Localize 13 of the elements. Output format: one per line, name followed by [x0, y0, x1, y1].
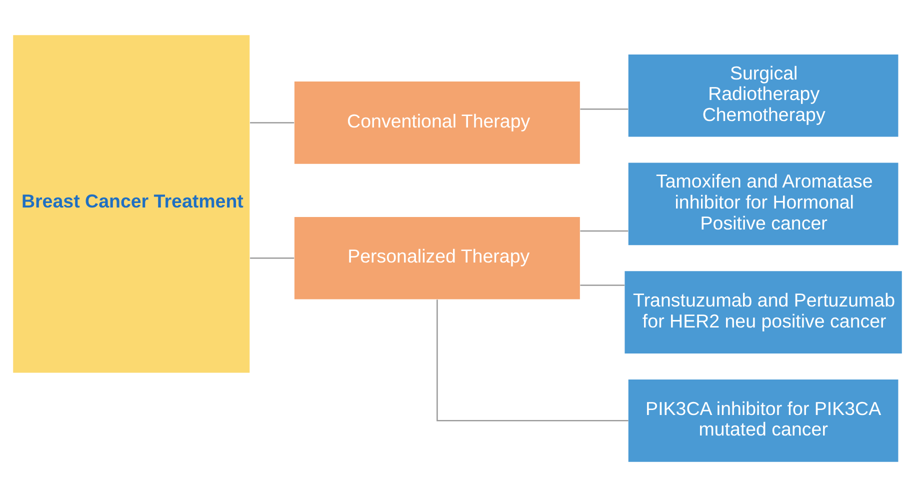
node-box: PIK3CA inhibitor for PIK3CA mutated cancer: [628, 380, 898, 462]
connector: [580, 284, 625, 286]
node-box: Transtuzumab and Pertuzumab for HER2 neu positive cancer: [624, 271, 902, 354]
connector: [250, 258, 294, 259]
connector: [250, 122, 294, 124]
connector: [580, 108, 628, 110]
connector: [436, 300, 628, 422]
node-box: Personalized Therapy: [294, 216, 580, 300]
connector: [580, 230, 628, 232]
node-box: Tamoxifen and Aromatase inhibitor for Hormonal Positive cancer: [628, 162, 898, 246]
node-box: Conventional Therapy: [294, 82, 580, 164]
node-box: Surgical Radiotherapy Chemotherapy: [628, 54, 898, 137]
node-box: Breast Cancer Treatment: [13, 35, 250, 373]
